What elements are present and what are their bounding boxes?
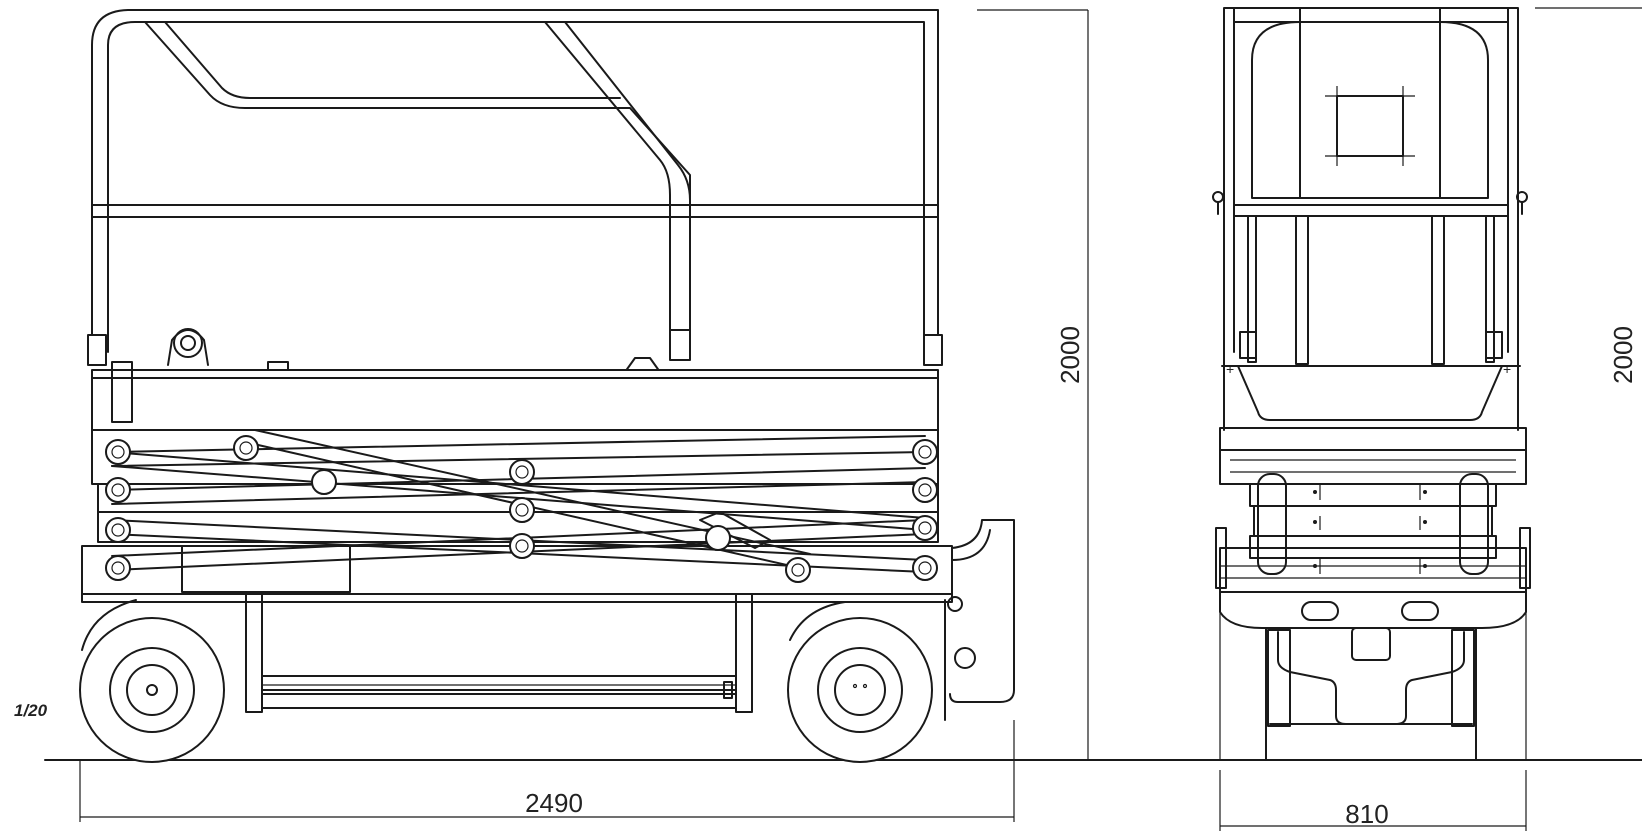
front-wheel-side xyxy=(787,601,933,763)
side-chassis xyxy=(81,593,953,603)
pivot-pins xyxy=(105,435,938,583)
front-wheel-left xyxy=(1267,629,1291,727)
svg-text:+: + xyxy=(1503,361,1511,377)
side-length-dimension: 2490 xyxy=(525,788,583,818)
front-width-dimension: 810 xyxy=(1345,799,1388,829)
scale-label: 1/20 xyxy=(14,701,48,720)
front-guard-rail xyxy=(1223,7,1519,353)
side-height-dimension: 2000 xyxy=(1055,326,1085,384)
front-view: + + xyxy=(1212,7,1642,831)
side-platform-deck xyxy=(91,369,939,379)
front-chassis xyxy=(1219,591,1527,629)
side-guard-rail xyxy=(91,9,939,353)
front-control-panel xyxy=(1299,7,1441,199)
rear-wheel-side xyxy=(79,599,225,763)
front-height-dimension: 2000 xyxy=(1608,326,1638,384)
svg-text:+: + xyxy=(1226,361,1234,377)
front-platform-basket xyxy=(1237,365,1503,421)
front-wheel-right xyxy=(1451,629,1475,727)
side-view xyxy=(79,9,1089,822)
